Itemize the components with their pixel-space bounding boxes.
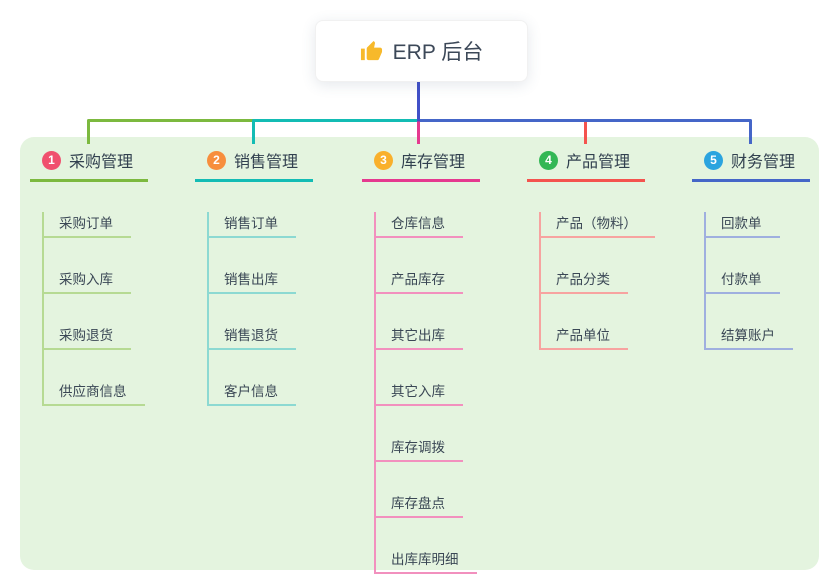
branch-3: 3 库存管理 仓库信息 产品库存 其它出库 其它入库 库存调拨 库存盘点 出库库…	[362, 148, 522, 574]
branch-label: 财务管理	[731, 154, 796, 171]
child-node[interactable]: 产品库存	[376, 268, 463, 294]
child-node[interactable]: 结算账户	[706, 324, 793, 350]
branch-label: 产品管理	[566, 154, 631, 171]
branch-number-badge: 2	[207, 150, 226, 170]
child-node[interactable]: 产品分类	[541, 268, 628, 294]
child-node[interactable]: 采购退货	[44, 324, 131, 350]
child-node[interactable]: 产品单位	[541, 324, 628, 350]
root-label: ERP 后台	[392, 41, 484, 64]
branch-label: 库存管理	[401, 154, 466, 171]
branch-5: 5 财务管理 回款单 付款单 结算账户	[692, 148, 839, 350]
child-node[interactable]: 产品（物料）	[541, 212, 655, 238]
thumbs-up-icon	[360, 40, 382, 60]
child-node[interactable]: 销售订单	[209, 212, 296, 238]
child-node[interactable]: 库存调拨	[376, 436, 463, 462]
branch-number-badge: 5	[704, 150, 723, 170]
branch-number-badge: 3	[374, 150, 393, 170]
child-node[interactable]: 销售退货	[209, 324, 296, 350]
child-node[interactable]: 采购订单	[44, 212, 131, 238]
child-node[interactable]: 客户信息	[209, 380, 296, 406]
branch-header[interactable]: 3 库存管理	[362, 148, 480, 182]
branch-header[interactable]: 1 采购管理	[30, 148, 148, 182]
child-node[interactable]: 供应商信息	[44, 380, 145, 406]
branches-panel	[20, 137, 819, 570]
branch-number-badge: 4	[539, 150, 558, 170]
branch-2: 2 销售管理 销售订单 销售出库 销售退货 客户信息	[195, 148, 355, 406]
branch-1: 1 采购管理 采购订单 采购入库 采购退货 供应商信息	[30, 148, 190, 406]
child-node[interactable]: 库存盘点	[376, 492, 463, 518]
branch-children: 采购订单 采购入库 采购退货 供应商信息	[42, 212, 190, 406]
branch-children: 仓库信息 产品库存 其它出库 其它入库 库存调拨 库存盘点 出库库明细	[374, 212, 522, 574]
child-node[interactable]: 销售出库	[209, 268, 296, 294]
branch-header[interactable]: 2 销售管理	[195, 148, 313, 182]
branch-label: 销售管理	[234, 154, 299, 171]
branch-4: 4 产品管理 产品（物料） 产品分类 产品单位	[527, 148, 687, 350]
child-node[interactable]: 其它入库	[376, 380, 463, 406]
child-node[interactable]: 仓库信息	[376, 212, 463, 238]
branch-label: 采购管理	[69, 154, 134, 171]
branch-header[interactable]: 5 财务管理	[692, 148, 810, 182]
child-node[interactable]: 采购入库	[44, 268, 131, 294]
child-node[interactable]: 付款单	[706, 268, 780, 294]
branch-children: 回款单 付款单 结算账户	[704, 212, 839, 350]
child-node[interactable]: 其它出库	[376, 324, 463, 350]
root-node[interactable]: ERP 后台	[315, 20, 528, 82]
child-node[interactable]: 回款单	[706, 212, 780, 238]
branch-children: 产品（物料） 产品分类 产品单位	[539, 212, 687, 350]
branch-children: 销售订单 销售出库 销售退货 客户信息	[207, 212, 355, 406]
branch-number-badge: 1	[42, 150, 61, 170]
branch-header[interactable]: 4 产品管理	[527, 148, 645, 182]
child-node[interactable]: 出库库明细	[376, 548, 477, 574]
